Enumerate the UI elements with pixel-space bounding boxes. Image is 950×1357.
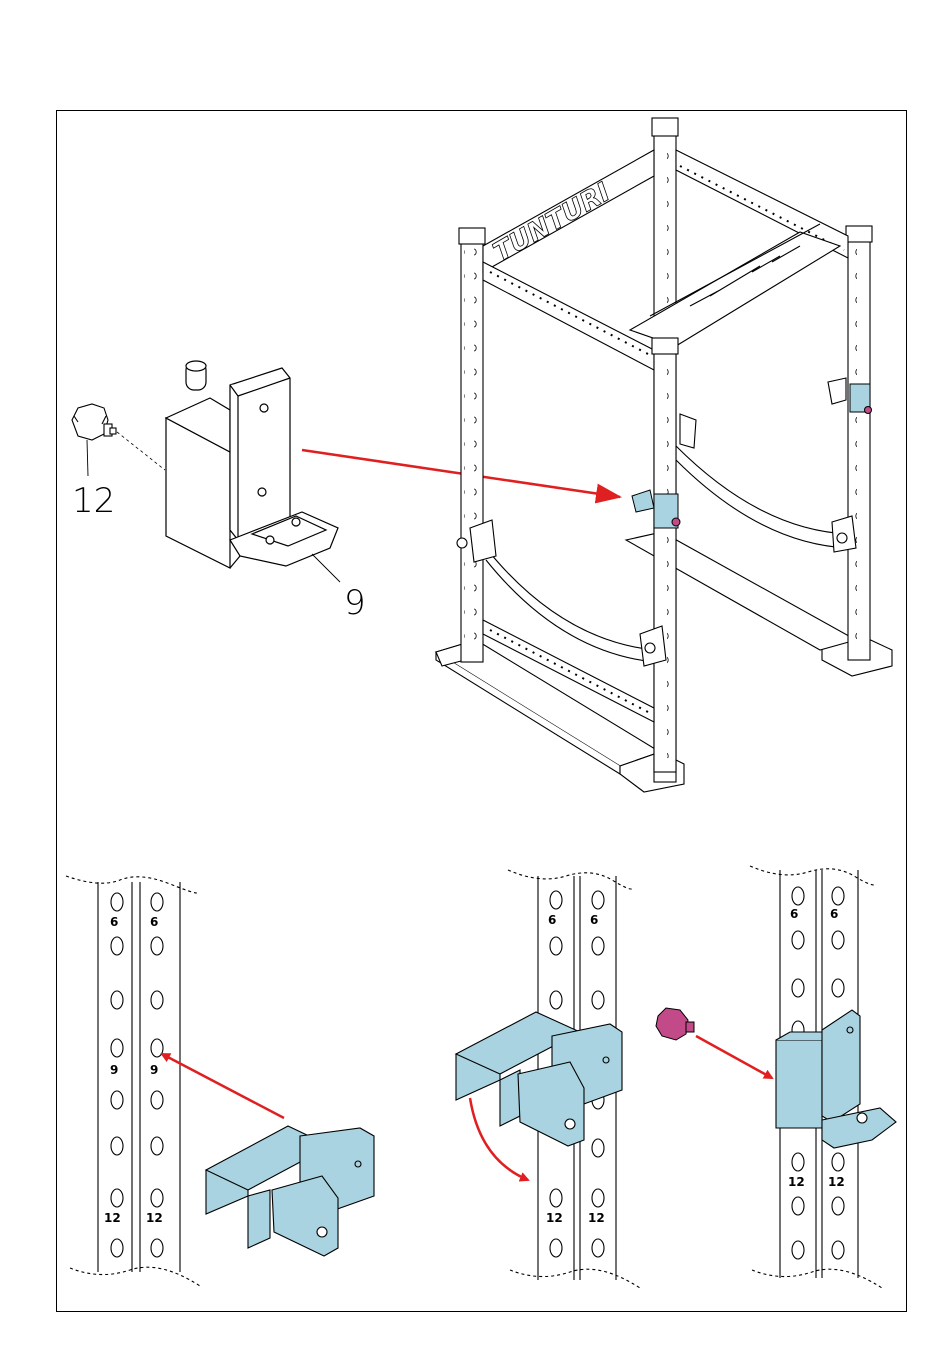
hole-label-12: 12 (788, 1175, 805, 1189)
brand-logo: TUNTURI (489, 177, 616, 268)
callout-9: 9 (344, 583, 366, 623)
knob-part-12 (72, 404, 165, 476)
hole-label-6: 6 (830, 907, 838, 921)
hole-label-6: 6 (790, 907, 798, 921)
callout-12: 12 (72, 481, 115, 521)
insert-knob-arrow (696, 1036, 772, 1078)
power-rack (436, 118, 892, 792)
installed-part-front (632, 490, 680, 528)
hole-label-6: 6 (110, 915, 118, 929)
hole-label-9: 9 (150, 1063, 158, 1077)
j-hook-installed-3 (776, 1010, 896, 1148)
upright-detail-1 (66, 876, 200, 1286)
hole-label-6: 6 (548, 913, 556, 927)
hole-label-9: 9 (110, 1063, 118, 1077)
hole-label-12: 12 (146, 1211, 163, 1225)
j-hook-part-9 (166, 361, 338, 568)
hole-label-6: 6 (150, 915, 158, 929)
installed-part-back (850, 384, 872, 414)
hole-label-12: 12 (828, 1175, 845, 1189)
hole-label-12: 12 (546, 1211, 563, 1225)
hole-label-12: 12 (588, 1211, 605, 1225)
j-hook-detail-1 (206, 1126, 374, 1256)
j-hook-detail-2 (456, 1012, 622, 1146)
hole-label-6: 6 (590, 913, 598, 927)
hole-label-12: 12 (104, 1211, 121, 1225)
knob-icon (656, 1008, 694, 1040)
